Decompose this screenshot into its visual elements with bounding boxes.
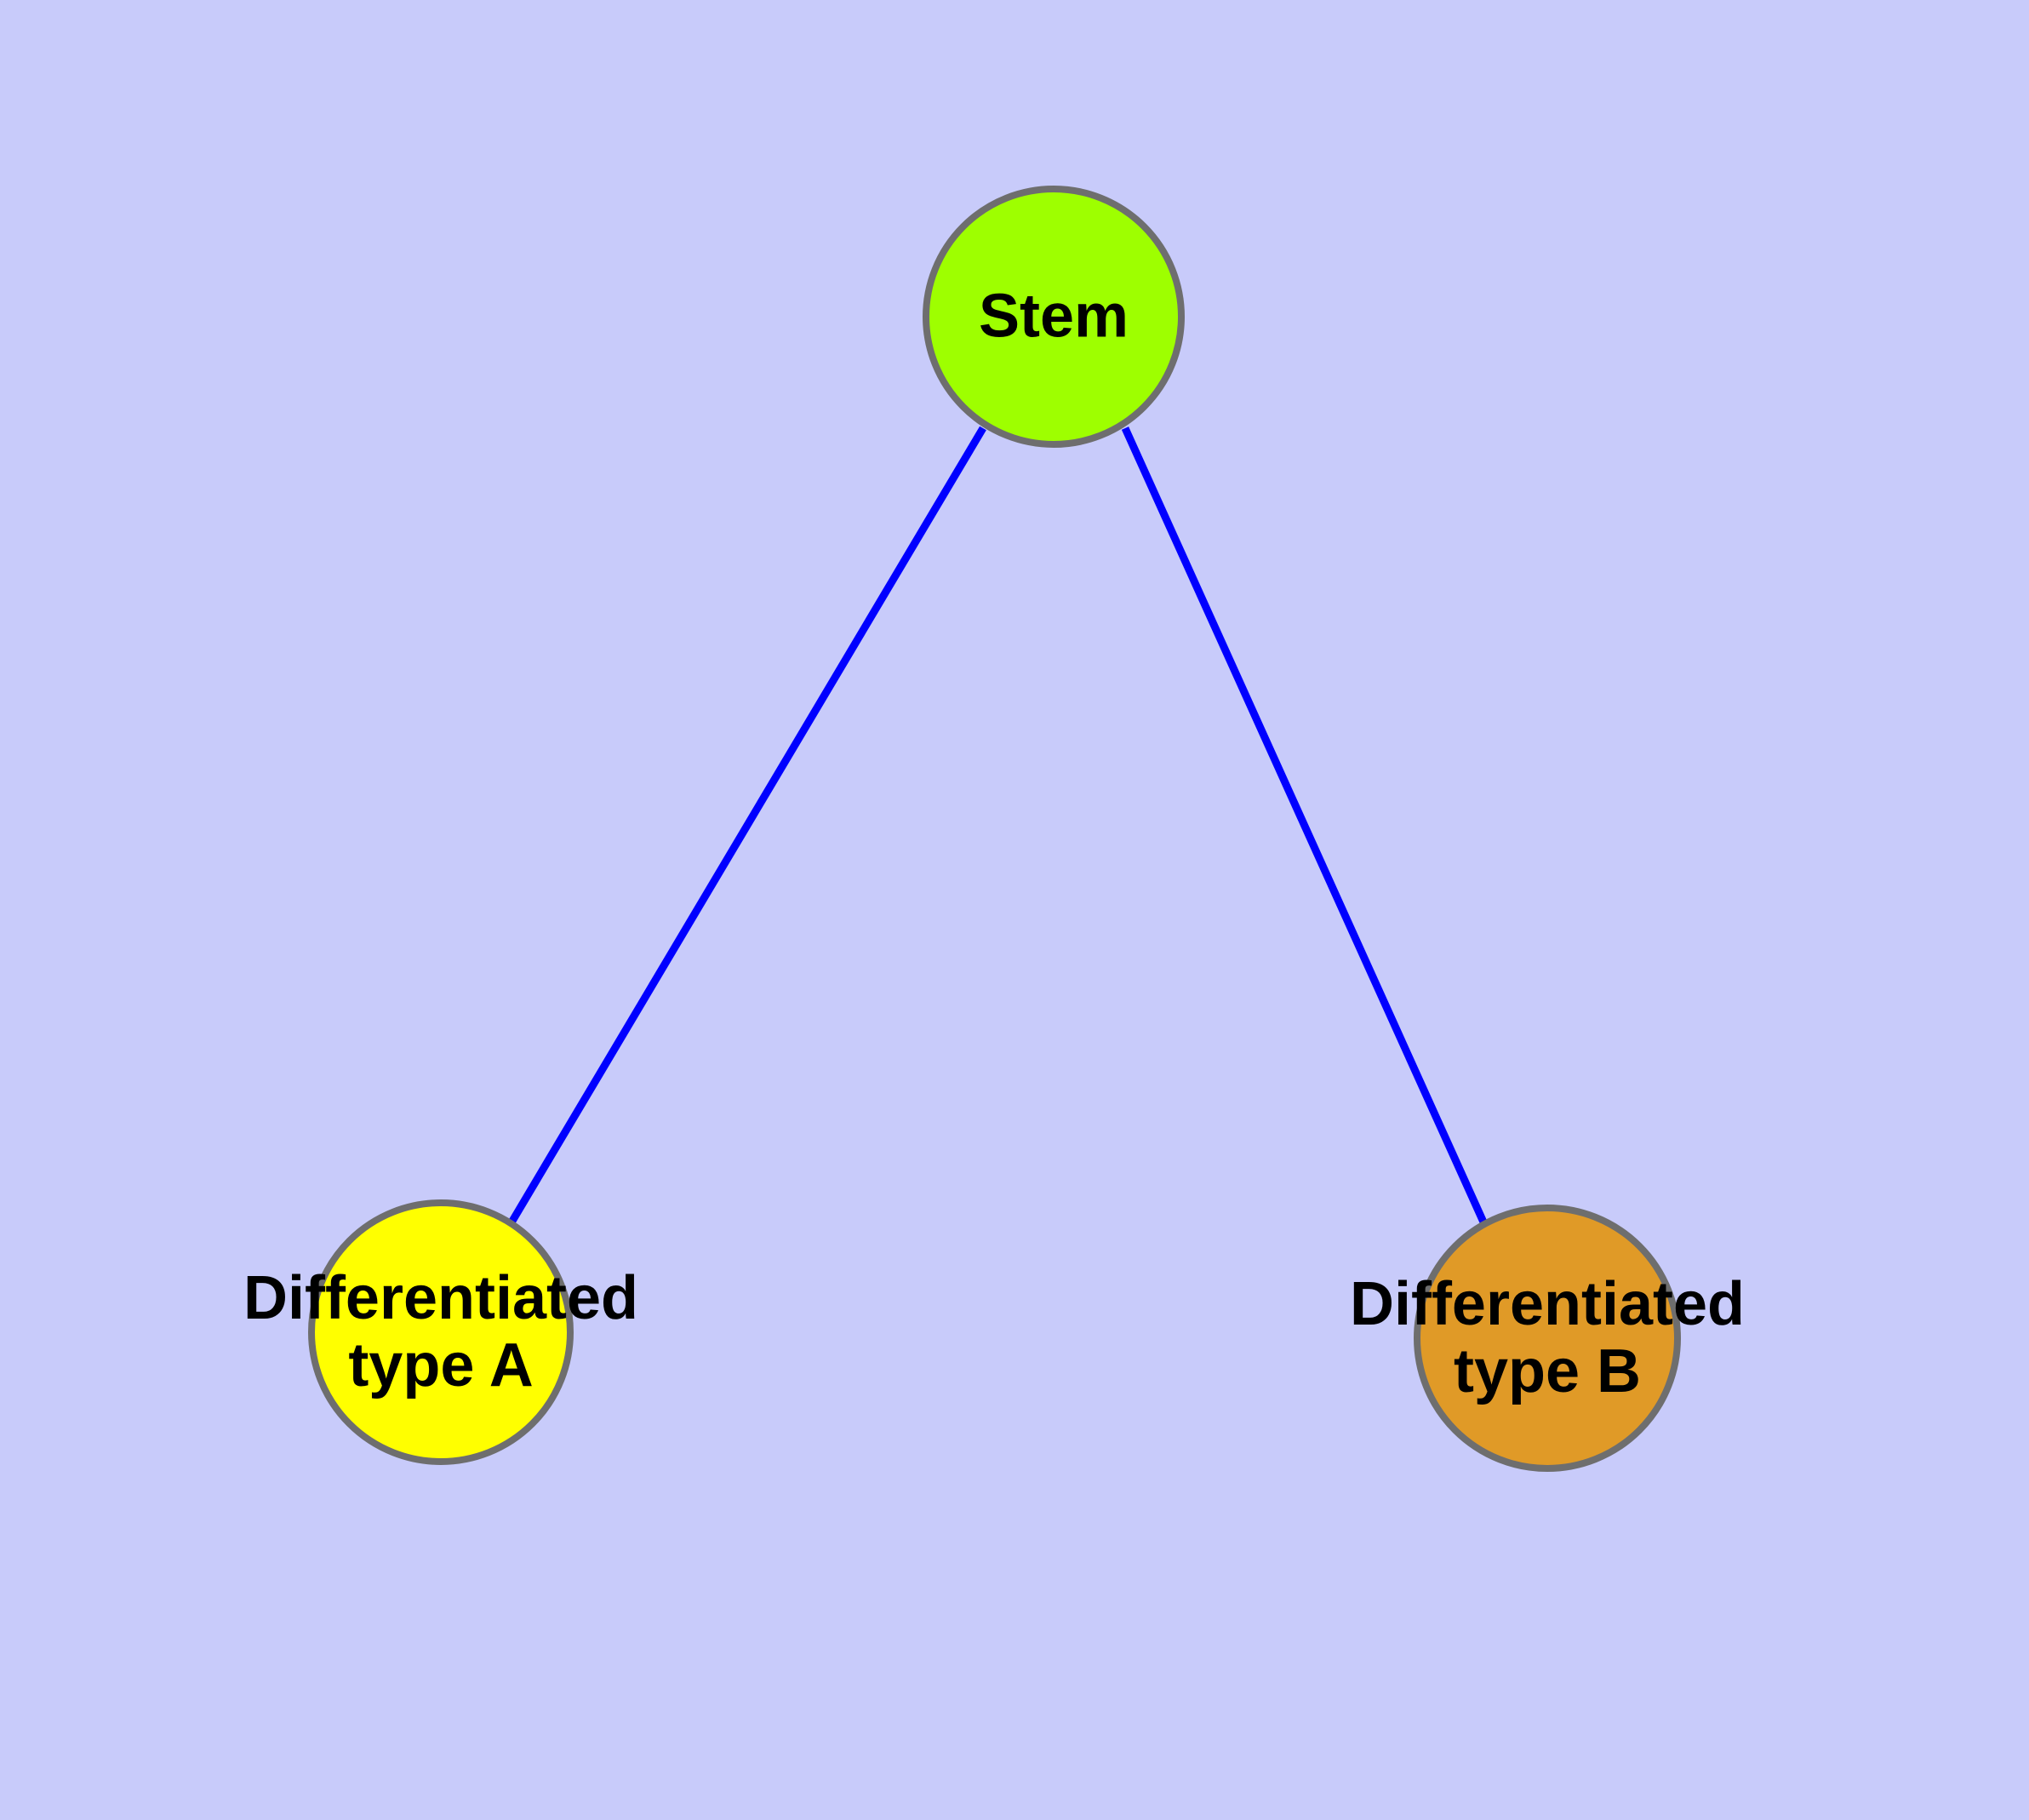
edge-stem-to-differentiated-type-b[interactable] bbox=[1121, 426, 1489, 1228]
node-stem[interactable] bbox=[923, 186, 1185, 448]
node-layer bbox=[308, 186, 1681, 1472]
node-differentiated-type-b[interactable] bbox=[1414, 1205, 1681, 1472]
edge-stem-to-differentiated-type-a[interactable] bbox=[508, 426, 986, 1225]
edge-layer bbox=[508, 426, 1489, 1228]
node-differentiated-type-a[interactable] bbox=[308, 1199, 574, 1465]
